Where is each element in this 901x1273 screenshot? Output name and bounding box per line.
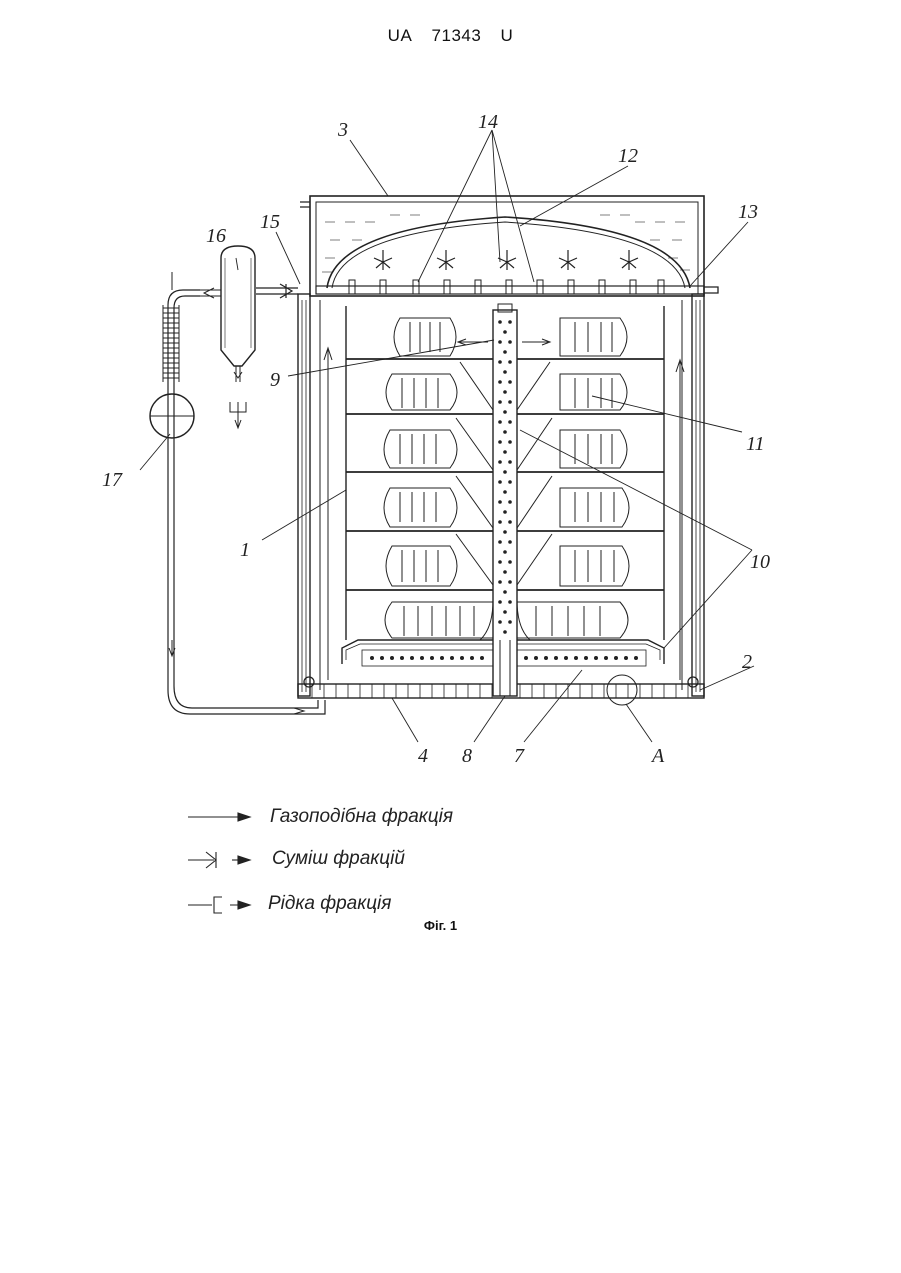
legend-gas-symbol — [188, 813, 250, 821]
label-9: 9 — [270, 369, 280, 391]
label-4: 4 — [418, 745, 428, 767]
label-15: 15 — [260, 211, 280, 233]
nozzles — [349, 280, 664, 294]
legend-liquid-label: Рідка фракція — [268, 893, 391, 915]
label-8: 8 — [462, 745, 472, 767]
legend-mix-label: Суміш фракцій — [272, 848, 405, 870]
label-1: 1 — [240, 539, 250, 561]
external-circuit — [150, 246, 325, 714]
label-16: 16 — [206, 225, 226, 247]
legend-symbols — [188, 813, 250, 913]
legend-gas-label: Газоподібна фракція — [270, 806, 453, 828]
label-2: 2 — [742, 651, 752, 673]
label-A: A — [650, 745, 665, 767]
central-pipe — [456, 304, 552, 696]
condenser-coil — [163, 305, 179, 382]
label-13: 13 — [738, 201, 758, 223]
figure-caption: Фіг. 1 — [0, 918, 881, 933]
spray-stars — [374, 250, 638, 270]
legend-mix-symbol — [188, 852, 250, 868]
label-14: 14 — [478, 111, 498, 133]
label-3: 3 — [337, 119, 348, 141]
top-tank — [300, 196, 718, 296]
label-12: 12 — [618, 145, 638, 167]
legend-liquid-symbol — [188, 897, 250, 913]
label-10: 10 — [750, 551, 770, 573]
label-7: 7 — [514, 745, 525, 767]
label-17: 17 — [102, 469, 123, 491]
label-11: 11 — [746, 433, 765, 455]
